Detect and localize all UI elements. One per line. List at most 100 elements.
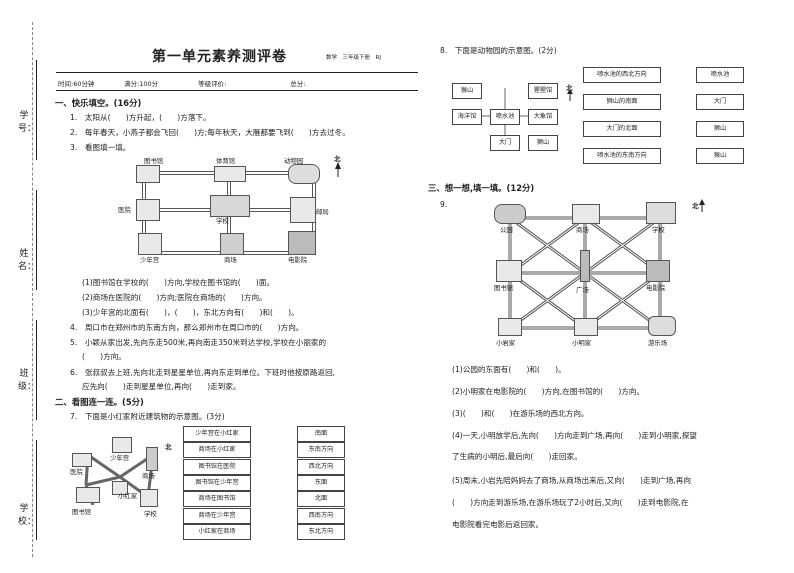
q5-line2: ( )方向。 [82,352,126,361]
q8-monkey: 猴山 [452,83,482,99]
q8-right-item-3[interactable]: 狮山 [696,121,744,137]
time-limit: 时间:60分钟 [58,80,95,88]
q7-left-item-3[interactable]: 图书馆在医院 [183,458,251,475]
student-number-field[interactable] [36,60,37,160]
student-name-field[interactable] [36,190,37,290]
q8-left-item-2[interactable]: 狮山的南面 [583,94,661,110]
q7-mall-label: 商场 [142,472,155,480]
header-rule-top [56,72,418,73]
q8-lion: 狮山 [528,135,558,151]
q7-left-item-2[interactable]: 商场在小红家 [183,442,251,459]
q9-school-label: 学校 [652,226,665,234]
library-label: 图书馆 [144,157,164,165]
section-2-title: 二、看图连一连。(5分) [55,397,144,407]
q9-3: (3)( )和( )在游乐场的西北方向。 [452,409,589,418]
q7-school-building [140,489,158,507]
q8-north-arrow-icon [567,89,573,101]
q7-hospital-building [72,453,92,467]
q6-line2: 应先向( )走到星星单位,再向( )走到家。 [82,382,241,391]
cut-line [32,22,33,557]
q3-3: (3)少年宫的北面有( )，( )，东北方向有( )和( )。 [82,308,299,317]
q8-north-label: 北 [566,84,573,92]
grade-eval: 等级评价: [198,80,227,88]
zoo-building [288,164,320,184]
q7: 7. 下面是小红家附近建筑物的示意图。(3分) [70,412,225,421]
binding-margin: 学号： 姓名： 班级： 学校： [0,0,46,573]
q9-5-line3: 电影院看完电影后返回家。 [452,520,544,529]
section-3-title: 三、想一想,填一填。(12分) [428,183,535,193]
q9-cinema-building [646,260,670,282]
q7-right-item-6[interactable]: 西南方向 [297,507,345,524]
info-line: 时间:60分钟 满分:100分 等级评价: 总分: [58,78,305,88]
q7-left-item-7[interactable]: 小红家在商场 [183,523,251,540]
q7-home-label: 小红家 [118,492,138,500]
q9-5-line1: (5)周末,小岩先陪妈妈去了商场,从商场出来后,又向( )走到广场,再向 [452,476,691,485]
q9-5-line2: ( )方向走到游乐场,在游乐场玩了2小时后,又向( )走到电影院,在 [452,498,689,507]
q9-school-building [646,202,676,224]
q8-right-item-2[interactable]: 大门 [696,94,744,110]
q7-youth-label: 少年宫 [110,454,130,462]
q7-right-item-4[interactable]: 东面 [297,474,345,491]
q3-map: 图书馆 体育馆 动物园 医院 学校 邮局 少年宫 商场 电影院 北 [118,155,345,270]
q8-right-item-1[interactable]: 喷水池 [696,67,744,83]
youth-label: 少年宫 [140,256,160,264]
q7-left-item-1[interactable]: 少年宫在小红家 [183,426,251,442]
student-number-label: 学号： [18,111,37,134]
q6-line1: 6. 张叔叔去上班,先向北走到星星单位,再向东走到单位。下班时他按原路返回, [70,368,336,377]
q7-map: 少年宫 商场 医院 小红家 图书馆 学校 北 [68,425,178,520]
q9-park-building [494,204,526,224]
q7-left-item-5[interactable]: 商场在图书馆 [183,491,251,508]
mall-label: 商场 [224,256,237,264]
q9-1: (1)公园的东面有( )和( )。 [452,365,566,374]
q8-left-item-1[interactable]: 喷水池的西北方向 [583,67,661,83]
zoo-label: 动物园 [284,157,304,165]
q4: 4. 周口市在郑州市的东南方向，那么郑州市在周口市的( )方向。 [70,323,304,332]
q8-ocean: 海洋馆 [452,109,482,125]
q9-square-monument [580,250,590,282]
q8-left-item-4[interactable]: 喷水池的东南方向 [583,148,661,164]
q7-home-building [112,481,128,495]
q9-north-label: 北 [692,202,699,210]
q9-amusement-label: 游乐场 [648,339,668,347]
q7-right-item-1[interactable]: 南面 [297,426,345,442]
hospital-building [136,199,160,221]
q8-gorilla: 猩猩馆 [528,83,558,99]
q9-park-label: 公园 [500,226,513,234]
north-arrow-label: 北 [334,155,341,163]
q9-4-line1: (4)一天,小明放学后,先向( )方向走到广场,再向( )走到小明家,探望 [452,431,697,440]
cinema-building [288,231,316,255]
header-rule-bottom [56,90,418,91]
library-building [136,165,160,183]
q7-right-item-3[interactable]: 西北方向 [297,458,345,475]
q9-map: 公园 商场 学校 图书馆 广场 电影院 小岩家 小明家 游乐场 北 [480,198,710,358]
q8-gate: 大门 [490,135,520,151]
q7-north-label: 北 [165,443,172,451]
gym-building [214,166,246,182]
post-label: 邮局 [316,208,329,216]
q7-school-label: 学校 [144,510,157,518]
class-field[interactable] [36,320,37,420]
mall-building [220,233,244,255]
q3-2: (2)商场在医院的( )方向;医院在商场的( )方向。 [82,293,267,302]
q9-2: (2)小明家在电影院的( )方向,在图书馆的( )方向。 [452,387,645,396]
q9-amusement-building [648,316,676,336]
cinema-label: 电影院 [288,256,308,264]
q8: 8. 下面是动物园的示意图。(2分) [440,46,557,55]
youth-building [138,233,162,255]
school-field[interactable] [36,440,37,540]
q8-right-item-4[interactable]: 猴山 [696,148,744,164]
q8-left-item-3[interactable]: 大门的北面 [583,121,661,137]
q7-hospital-label: 医院 [70,468,83,476]
q7-left-item-6[interactable]: 商场在少年宫 [183,507,251,524]
page-title: 第一单元素养测评卷 [152,49,287,65]
class-label: 班级： [18,369,37,392]
total-score: 总分: [290,80,306,88]
q7-left-item-4[interactable]: 图书馆在少年宫 [183,474,251,491]
q7-right-item-7[interactable]: 东北方向 [297,523,345,540]
q5-line1: 5. 小颖从家出发,先向东走500米,再向南走350米到达学校,学校在小丽家的 [70,338,327,347]
student-name-label: 姓名： [18,249,37,272]
q1: 1. 太阳从( )方升起，( )方落下。 [70,113,211,122]
q9-library-label: 图书馆 [494,284,514,292]
q7-right-item-5[interactable]: 北面 [297,491,345,508]
q7-right-item-2[interactable]: 东南方向 [297,442,345,459]
